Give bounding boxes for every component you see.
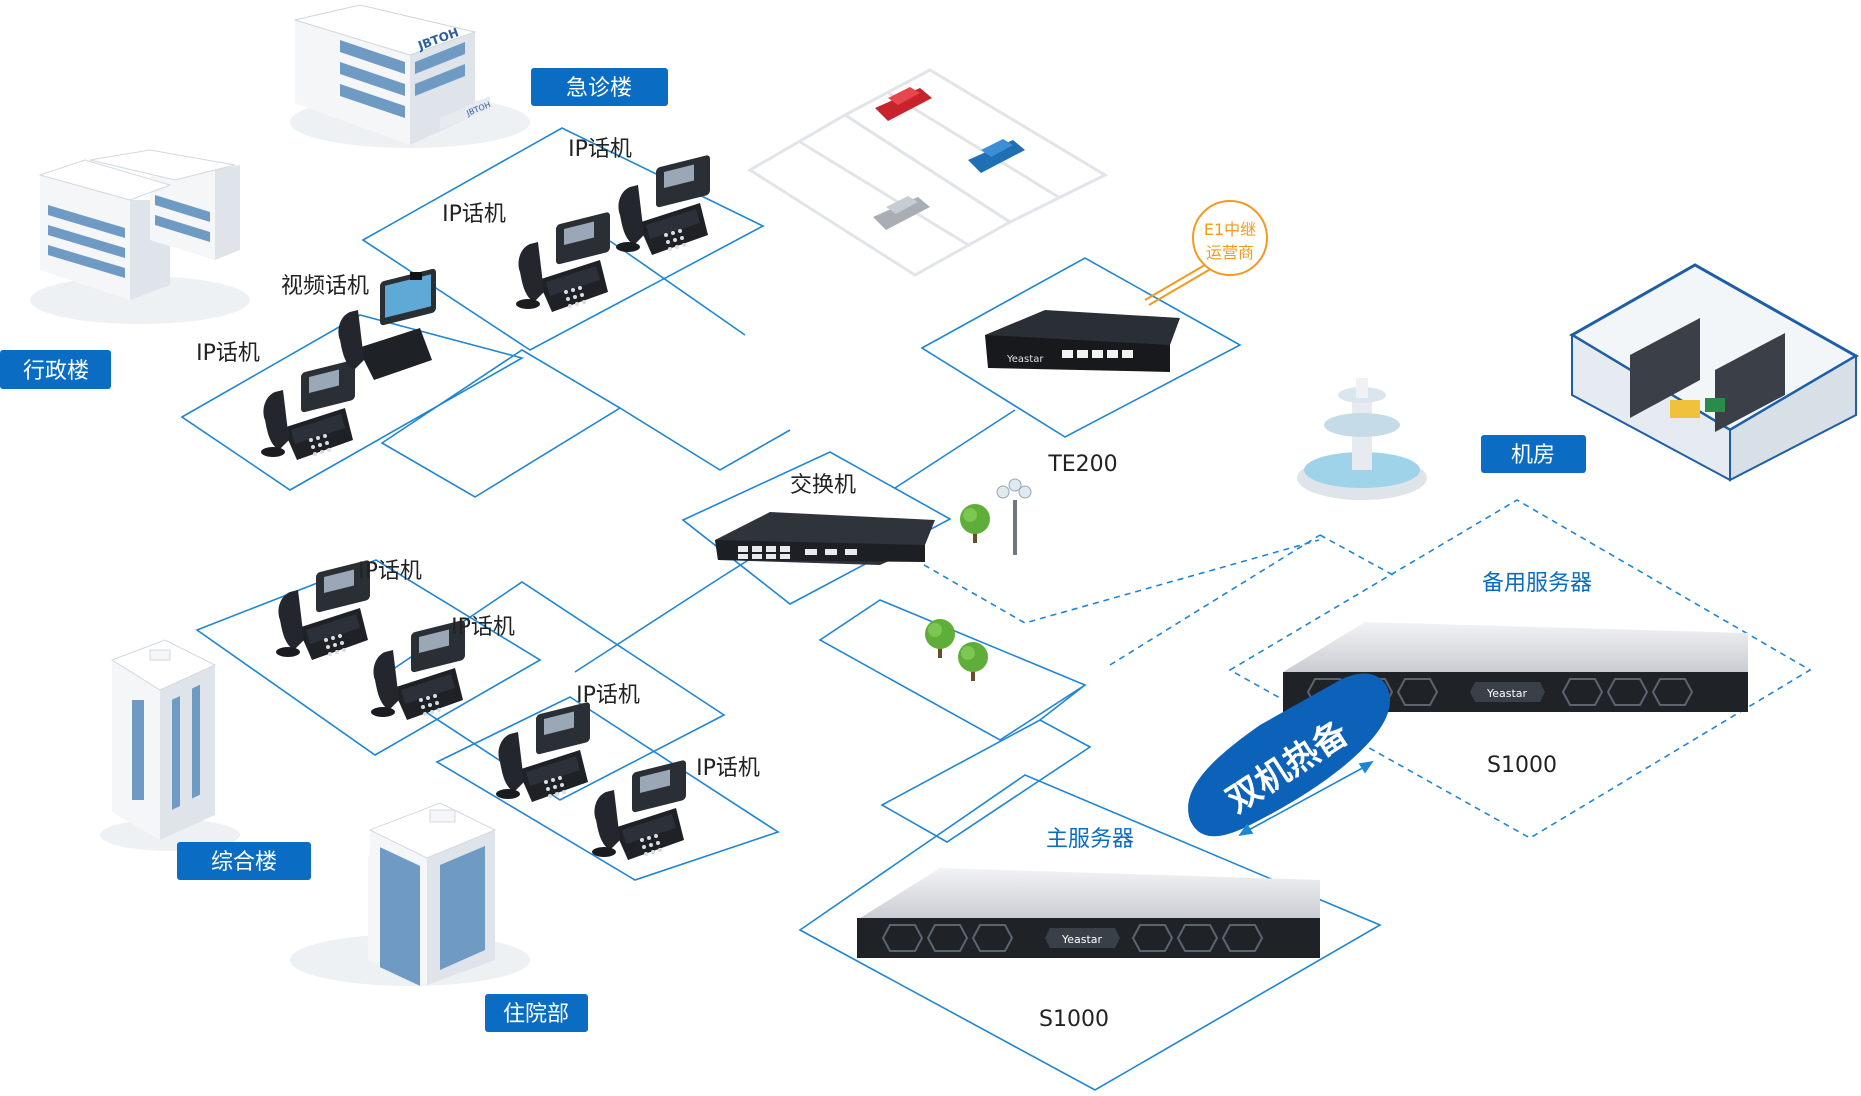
ip-phone-label: IP话机 <box>196 341 260 366</box>
admin-building-label: 行政楼 <box>23 359 89 384</box>
backup-server-brand: Yeastar <box>1486 687 1528 700</box>
switch-icon <box>715 512 935 565</box>
emergency-building-label: 急诊楼 <box>566 76 632 101</box>
backup-server-model: S1000 <box>1487 753 1557 778</box>
backup-links <box>923 499 1812 839</box>
video-phone-label: 视频话机 <box>281 274 369 299</box>
ip-phone-label: IP话机 <box>442 202 506 227</box>
tree-icon <box>958 642 988 681</box>
emergency-building-label-bg <box>531 68 668 106</box>
zone-backup-server <box>1228 499 1812 839</box>
ip-phone-label: IP话机 <box>358 559 422 584</box>
zone-primary-server <box>798 774 1382 1091</box>
ip-phone-label: IP话机 <box>568 137 632 162</box>
ip-phone-icon <box>592 759 686 860</box>
admin-building-icon <box>30 149 250 324</box>
zone-general-phones-2 <box>375 581 726 801</box>
ip-phone-label: IP话机 <box>696 756 760 781</box>
emergency-building-icon: JBTOH JBTOH <box>290 4 530 148</box>
trunk-line2: 运营商 <box>1206 243 1254 262</box>
backup-server-icon: Yeastar <box>1283 622 1748 712</box>
te200-label: TE200 <box>1047 452 1117 477</box>
zone-te200 <box>920 257 1242 438</box>
zone-switch <box>681 451 952 605</box>
standby-arrow-icon <box>1238 760 1374 837</box>
zone-primary-connector <box>880 719 1092 843</box>
switch-label: 交换机 <box>790 473 856 498</box>
primary-server-brand: Yeastar <box>1061 933 1103 946</box>
zone-general-phones-3 <box>435 696 780 881</box>
tree-icon <box>960 504 990 543</box>
te200-gateway-icon: Yeastar <box>985 310 1180 372</box>
admin-building-label-bg <box>0 350 111 389</box>
video-phone-icon <box>338 268 436 380</box>
ip-phone-label: IP话机 <box>451 615 515 640</box>
zone-top-phones <box>361 127 765 351</box>
machine-room-label-bg <box>1481 435 1586 473</box>
zone-admin-phones <box>180 314 525 491</box>
machine-room-icon <box>1569 263 1860 482</box>
trunk-carrier-circle <box>1192 200 1268 276</box>
tree-icon <box>925 619 955 658</box>
red-car-icon <box>875 87 932 121</box>
general-building-label-bg <box>177 842 311 880</box>
blue-car-icon <box>968 139 1025 173</box>
streetlight-icon <box>996 478 1032 555</box>
general-building-icon <box>100 639 240 851</box>
ip-phone-icon <box>616 154 710 255</box>
general-building-label: 综合楼 <box>211 850 277 875</box>
ip-phone-icon <box>276 559 370 660</box>
fountain-icon <box>1297 378 1427 500</box>
ip-phone-icon <box>496 701 590 802</box>
ip-phone-label: IP话机 <box>576 683 640 708</box>
zone-connector-upper <box>380 349 622 498</box>
te200-brand: Yeastar <box>1006 354 1044 365</box>
backup-server-title: 备用服务器 <box>1482 571 1592 596</box>
primary-server-title: 主服务器 <box>1046 827 1134 852</box>
primary-server-icon: Yeastar <box>857 868 1320 958</box>
ip-phone-icon <box>261 359 355 460</box>
inpatient-building-label: 住院部 <box>503 1002 569 1027</box>
inpatient-building-icon <box>290 802 530 986</box>
machine-room-label: 机房 <box>1511 443 1555 468</box>
primary-server-model: S1000 <box>1039 1007 1109 1032</box>
zone-park <box>818 599 1087 741</box>
gray-car-icon <box>873 196 930 230</box>
trunk-line1: E1中继 <box>1204 220 1256 239</box>
inpatient-building-label-bg <box>485 994 588 1032</box>
ip-phone-icon <box>516 211 610 312</box>
trunk-link: E1中继 运营商 <box>1144 200 1268 306</box>
parking-lot-icon <box>747 68 1109 277</box>
